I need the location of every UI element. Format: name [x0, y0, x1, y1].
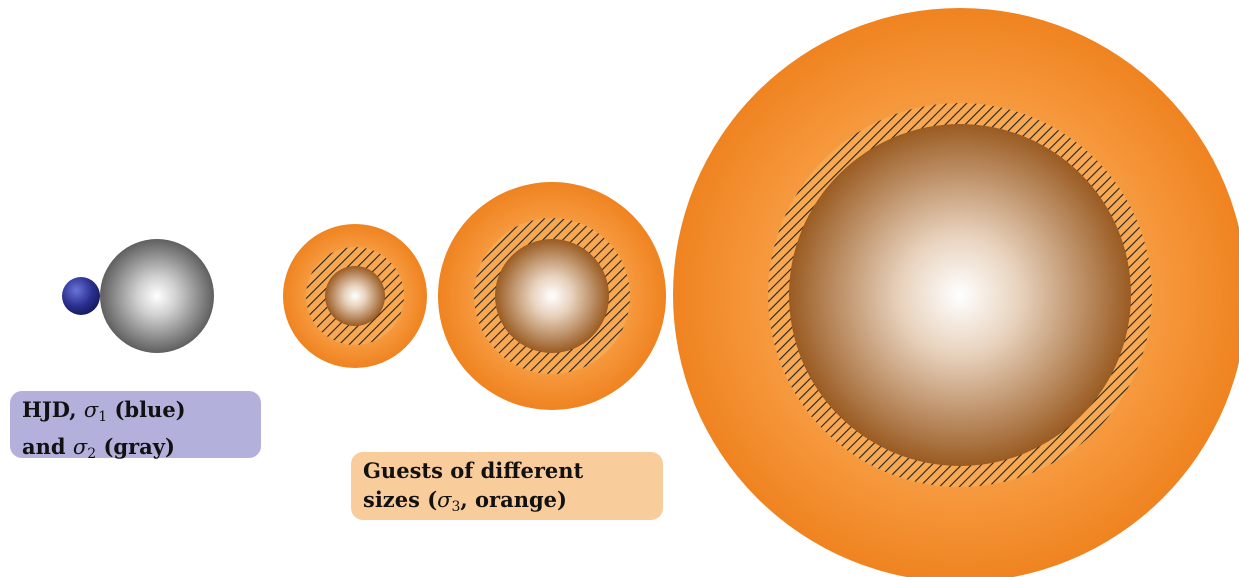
sigma-2-subscript: 2	[87, 446, 96, 462]
hjd-label-line-1: HJD, σ1 (blue)	[22, 395, 249, 432]
hjd-prefix: HJD,	[22, 397, 84, 422]
sigma-2-symbol: σ	[73, 435, 87, 459]
hjd-label-box: HJD, σ1 (blue) and σ2 (gray)	[10, 391, 261, 458]
guest-medium	[438, 182, 666, 410]
guest-large-core	[789, 124, 1131, 466]
blue-sphere-icon	[62, 277, 100, 315]
sigma-1-subscript: 1	[98, 409, 107, 425]
guest-small-core	[325, 266, 385, 326]
hjd-label-line-2: and σ2 (gray)	[22, 432, 249, 469]
guest-medium-core	[495, 239, 609, 353]
hjd-and-text: and	[22, 434, 73, 459]
sigma-1-symbol: σ	[84, 398, 98, 422]
guests-sizes-text: sizes (	[363, 487, 437, 512]
hjd-gray-text: (gray)	[96, 434, 175, 459]
gray-sphere-icon	[100, 239, 214, 353]
guests-label-line-1: Guests of different	[363, 456, 651, 485]
guests-label-box: Guests of different sizes (σ3, orange)	[351, 452, 663, 520]
guests-orange-text: , orange)	[460, 487, 567, 512]
sigma-3-symbol: σ	[437, 488, 451, 512]
guest-large	[673, 8, 1239, 577]
guest-small	[283, 224, 427, 368]
hjd-blue-text: (blue)	[107, 397, 185, 422]
guests-label-line-2: sizes (σ3, orange)	[363, 485, 651, 522]
